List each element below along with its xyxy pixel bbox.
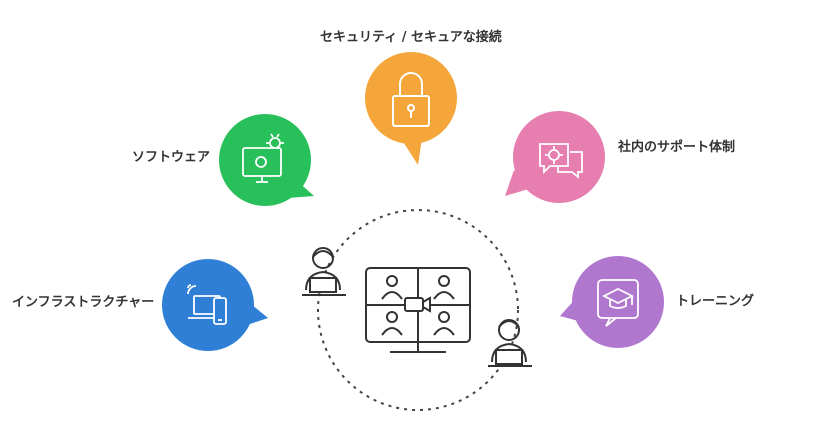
laptop-phone-wifi-icon	[187, 284, 227, 325]
monitor-gears-icon	[242, 133, 284, 183]
graduation-cap-icon	[597, 279, 639, 327]
dashed-connection-circle	[317, 209, 519, 411]
person-right-icon	[488, 319, 532, 367]
security-bubble	[365, 52, 457, 165]
infrastructure-label: インフラストラクチャー	[12, 295, 155, 310]
training-bubble	[560, 256, 664, 348]
chat-gear-icon	[539, 143, 583, 179]
person-left-icon	[302, 247, 346, 296]
video-conference-monitor-icon	[365, 267, 471, 353]
infrastructure-bubble	[162, 259, 268, 351]
training-label: トレーニング	[676, 294, 755, 309]
security-label: セキュリティ / セキュアな接続	[320, 30, 502, 45]
software-bubble	[219, 114, 314, 206]
support-bubble	[505, 111, 605, 203]
padlock-icon	[392, 72, 430, 127]
support-label: 社内のサポート体制	[618, 140, 736, 155]
software-label: ソフトウェア	[132, 150, 211, 165]
